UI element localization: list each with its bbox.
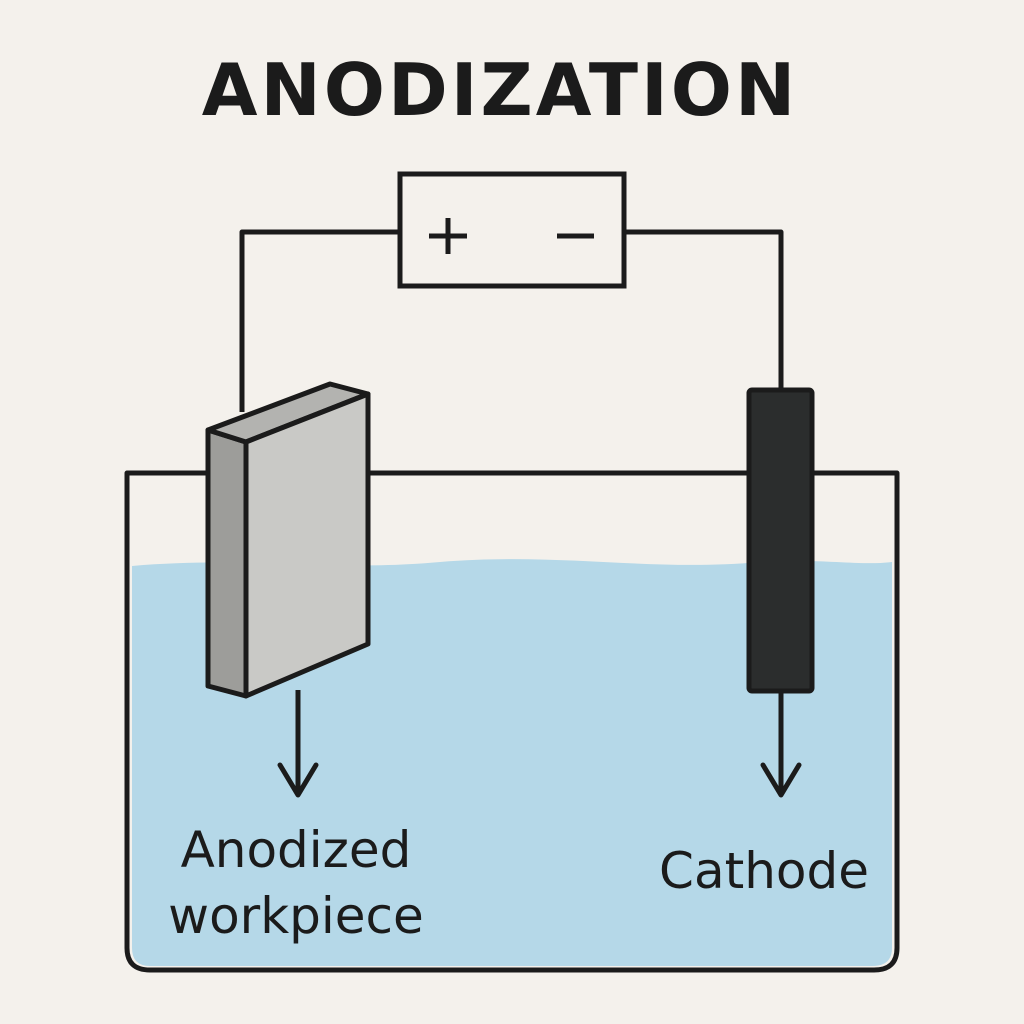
workpiece-side-face	[205, 427, 249, 699]
cathode-electrode	[746, 387, 815, 694]
cathode-arrow-icon	[760, 690, 802, 798]
power-supply	[397, 171, 627, 289]
anode-arrow-icon	[277, 690, 319, 798]
negative-wire	[624, 229, 784, 392]
cathode-label: Cathode	[659, 842, 869, 900]
anode-label-line1: Anodized	[181, 821, 412, 879]
workpiece-front-face	[243, 391, 371, 699]
anodized-workpiece	[205, 381, 371, 699]
diagram-title: ANODIZATION	[202, 48, 798, 132]
positive-terminal-icon	[429, 218, 467, 254]
positive-wire	[239, 229, 400, 412]
anode-label-line2: workpiece	[168, 887, 424, 945]
electrolytic-tank	[124, 470, 900, 973]
